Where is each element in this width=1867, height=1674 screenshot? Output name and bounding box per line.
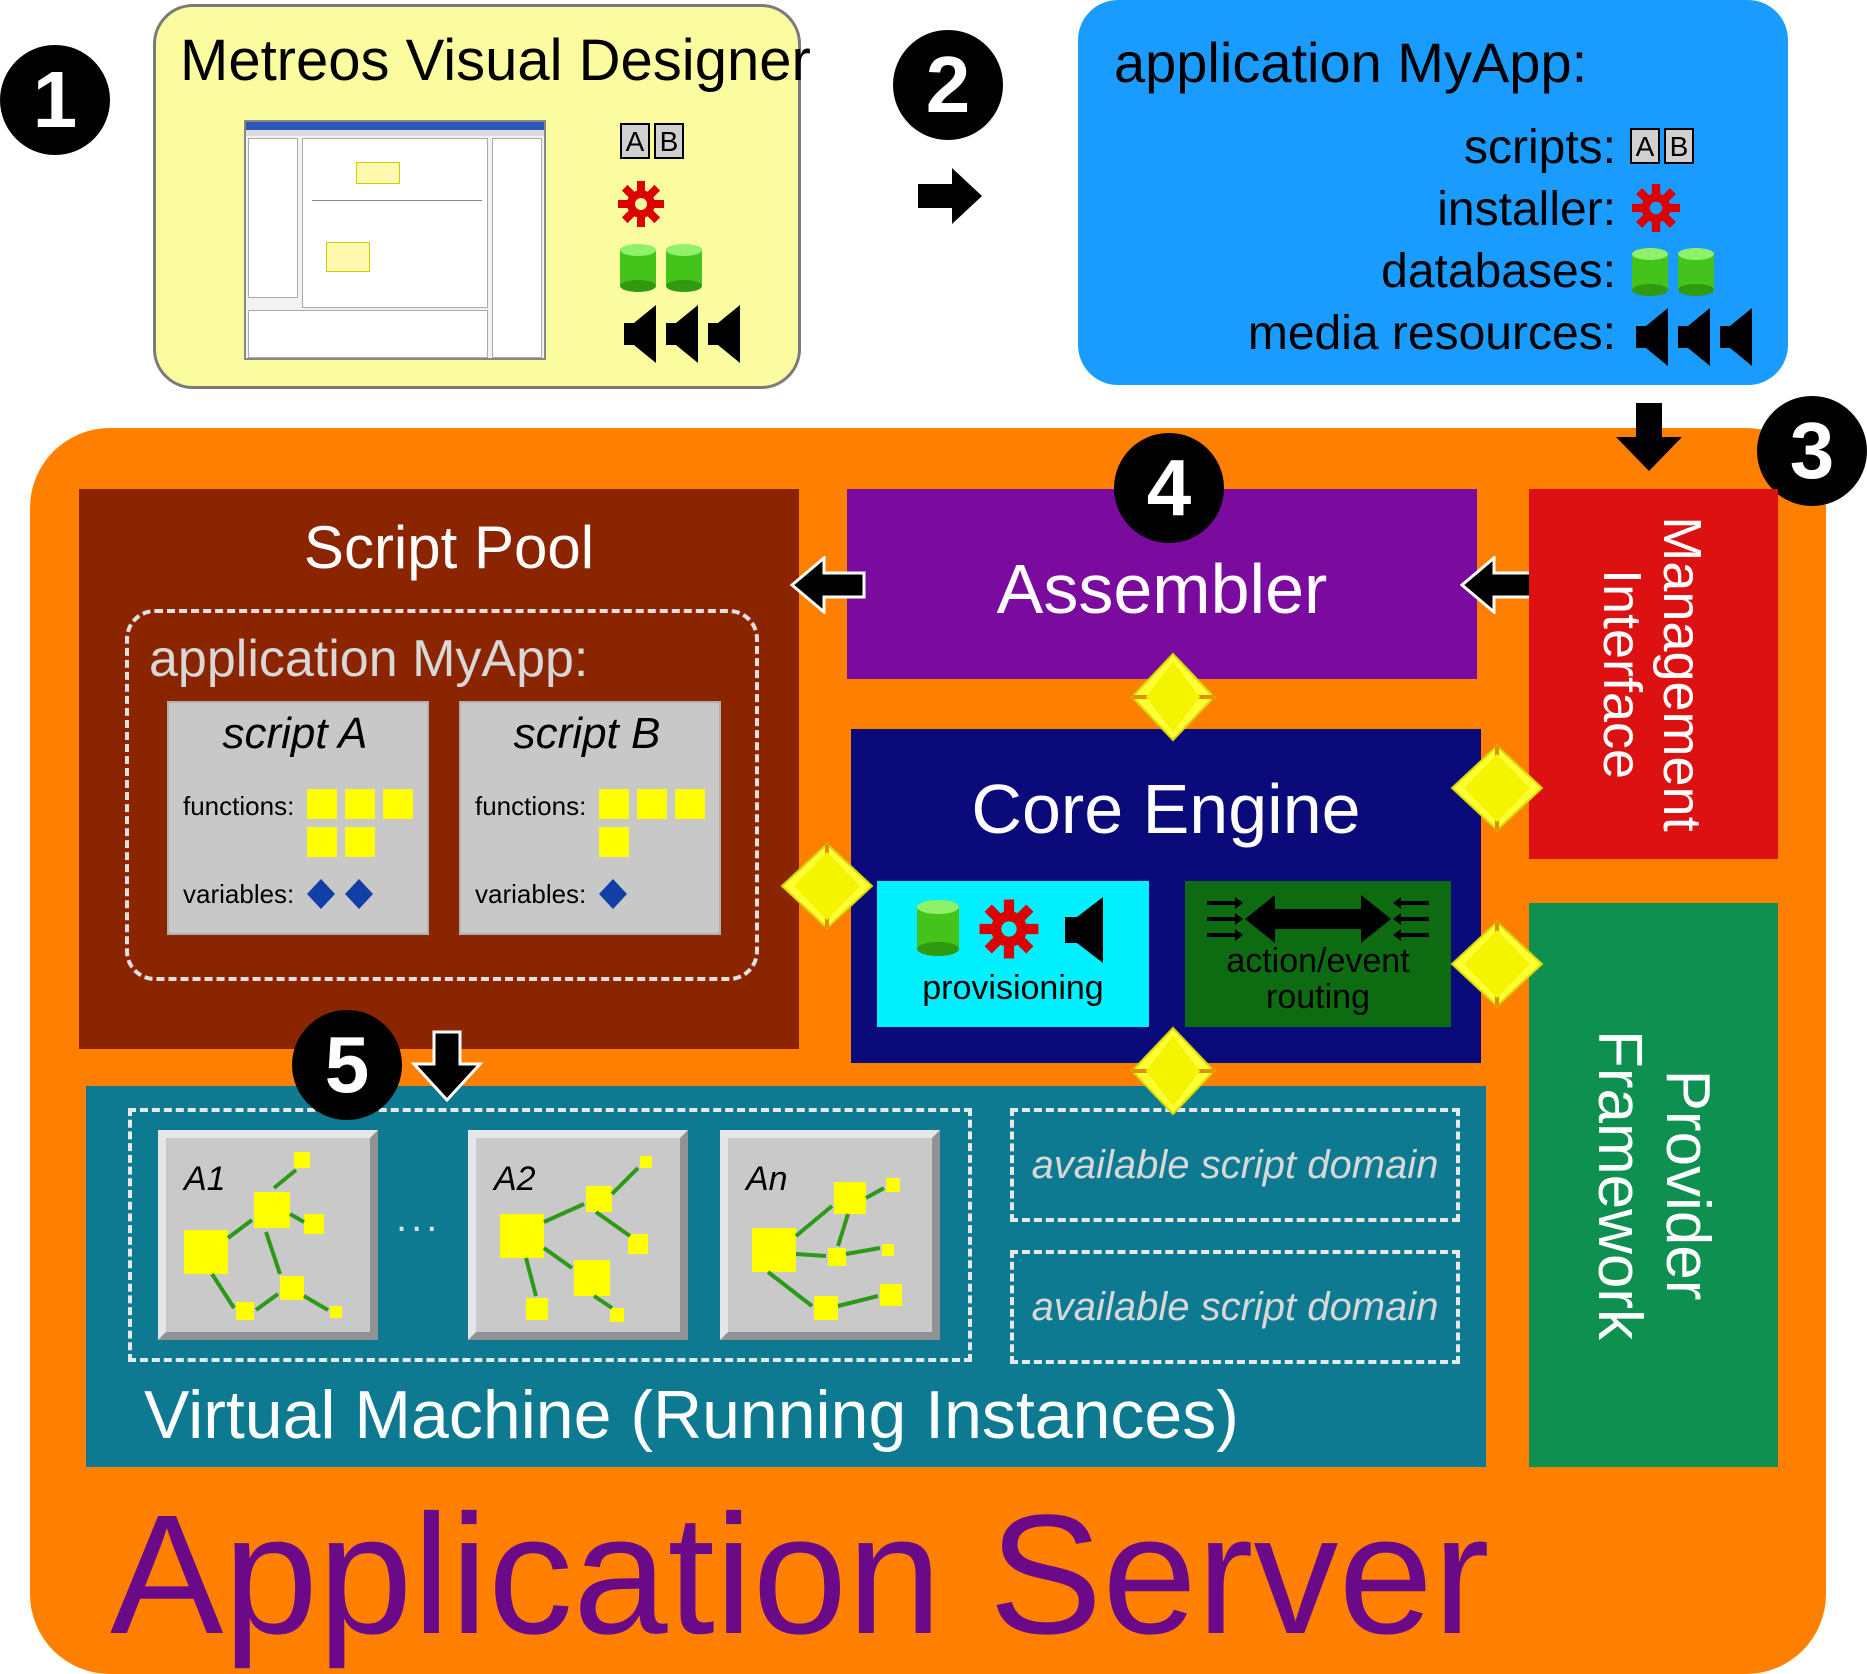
provisioning-label: provisioning [922,969,1104,1007]
left-arrow-icon [790,556,866,614]
available-script-domain: available script domain [1010,1250,1460,1364]
connector-diamond-icon [1130,1026,1216,1116]
application-server-title: Application Server [110,1480,1490,1670]
routing-block: action/event routing [1185,881,1451,1027]
speaker-icon [1065,897,1103,963]
package-title: application MyApp: [1114,31,1588,94]
speaker-icon [624,305,740,363]
script-a-icon: A [1630,128,1660,164]
script-instance: A2 [468,1130,688,1340]
instance-graph-icon [752,1178,902,1320]
function-block [307,827,337,857]
gear-icon [618,181,664,227]
function-block [637,789,667,819]
provider-title: Provider Framework [1585,1029,1723,1341]
function-block [345,789,375,819]
variable-diamond-icon [307,879,373,909]
package-installer-label: installer: [1437,183,1616,236]
connector-diamond-icon [1450,744,1544,832]
instance-graph-icon [500,1156,652,1322]
instance-label: A1 [184,1160,226,1198]
ellipsis: ... [396,1196,442,1240]
step-marker-4: 4 [1114,433,1224,543]
connector-diamond-icon [1130,652,1216,742]
connector-diamond-icon [1450,920,1544,1008]
script-card-a: script A functions: variables: [167,701,429,935]
gear-icon [979,899,1039,959]
provisioning-block: provisioning [877,881,1149,1027]
database-icon [917,900,959,956]
script-a-icon: A [620,123,650,159]
script-instance: A1 [158,1130,378,1340]
core-engine-title: Core Engine [971,770,1361,848]
script-b-icon: B [1664,128,1694,164]
routing-arrows-icon [1207,895,1429,943]
script-pool-app-label: application MyApp: [149,630,589,688]
available-script-domain: available script domain [1010,1108,1460,1222]
functions-label: functions: [475,791,587,821]
variables-label: variables: [475,879,587,909]
step-marker-1: 1 [0,45,110,155]
script-name: script B [513,709,661,758]
variables-label: variables: [183,879,295,909]
script-pool: Script Pool application MyApp: script A … [79,489,799,1049]
package-scripts-label: scripts: [1463,121,1616,174]
management-title: Management Interface [1592,516,1713,832]
database-icon [1632,248,1714,296]
step-marker-5: 5 [292,1010,402,1120]
function-block [383,789,413,819]
function-block [599,827,629,857]
virtual-machine: A1 ... A2 An available script domain ava… [86,1086,1486,1467]
provider-framework: Provider Framework [1529,903,1778,1467]
gear-icon [1632,184,1680,232]
virtual-machine-title: Virtual Machine (Running Instances) [144,1377,1239,1453]
function-block [599,789,629,819]
step-marker-3: 3 [1757,396,1867,506]
designer-script-icons: A B [620,123,684,159]
script-name: script A [222,709,368,758]
core-engine: Core Engine provisioning [851,729,1481,1063]
designer-screenshot [244,120,546,360]
running-instances-group [128,1108,972,1362]
left-arrow-icon [1460,556,1536,614]
instance-label: A2 [494,1160,536,1198]
variable-diamond-icon [599,879,627,909]
instance-graph-icon [184,1152,342,1320]
script-pool-app: application MyApp: [125,609,759,981]
function-block [307,789,337,819]
application-package-panel: application MyApp: scripts: A B installe… [1078,0,1788,385]
package-script-icons: A B [1630,128,1694,164]
speaker-icon [1636,308,1752,366]
down-arrow-icon [1616,403,1682,471]
package-databases-label: databases: [1381,245,1616,298]
functions-label: functions: [183,791,295,821]
routing-label: action/event routing [1226,942,1410,1016]
right-arrow-icon [918,168,982,224]
down-arrow-icon [410,1030,484,1102]
visual-designer-panel: Metreos Visual Designer A B [153,4,811,389]
assembler-title: Assembler [996,550,1328,628]
script-b-icon: B [654,123,684,159]
instance-label: An [746,1160,788,1198]
management-interface: Management Interface [1529,489,1778,859]
function-block [345,827,375,857]
function-block [675,789,705,819]
database-icon [620,244,702,292]
script-instance: An [720,1130,940,1340]
package-media-label: media resources: [1247,307,1616,360]
connector-diamond-icon [780,842,874,930]
script-card-b: script B functions: variables: [459,701,721,935]
step-marker-2: 2 [893,30,1003,140]
designer-title: Metreos Visual Designer [180,28,811,93]
script-pool-title: Script Pool [303,514,595,581]
